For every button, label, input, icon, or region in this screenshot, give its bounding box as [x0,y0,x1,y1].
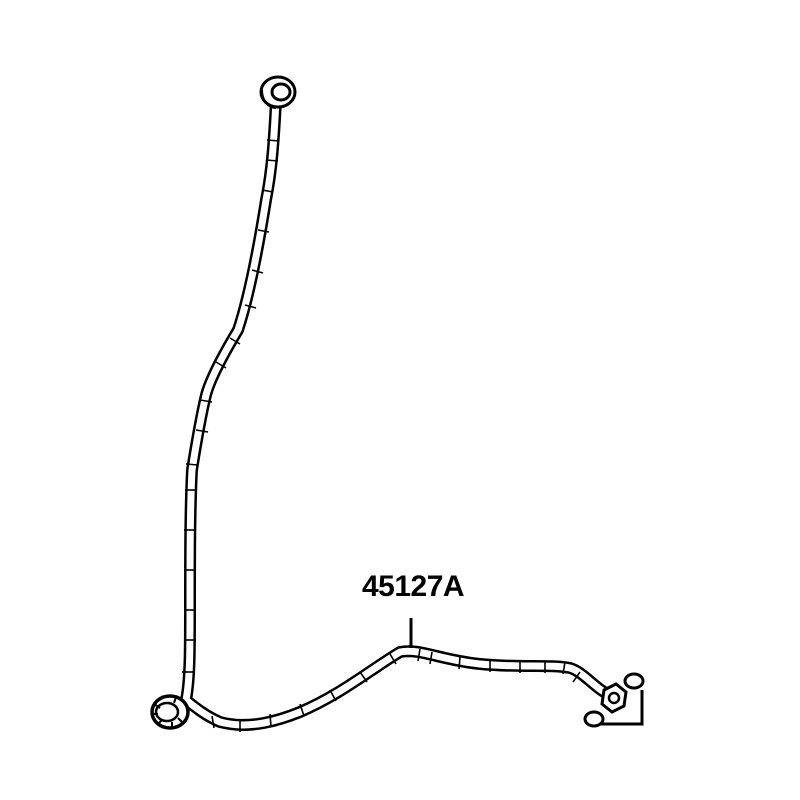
end-connector [583,672,645,728]
cable-inner [182,96,616,729]
cable-segment-marks [182,139,581,732]
part-number-label: 45127A [362,570,465,603]
callout-bracket [600,690,644,726]
top-ring-terminal [259,75,297,109]
cable-coil [150,694,190,730]
cable-outline [180,94,618,731]
